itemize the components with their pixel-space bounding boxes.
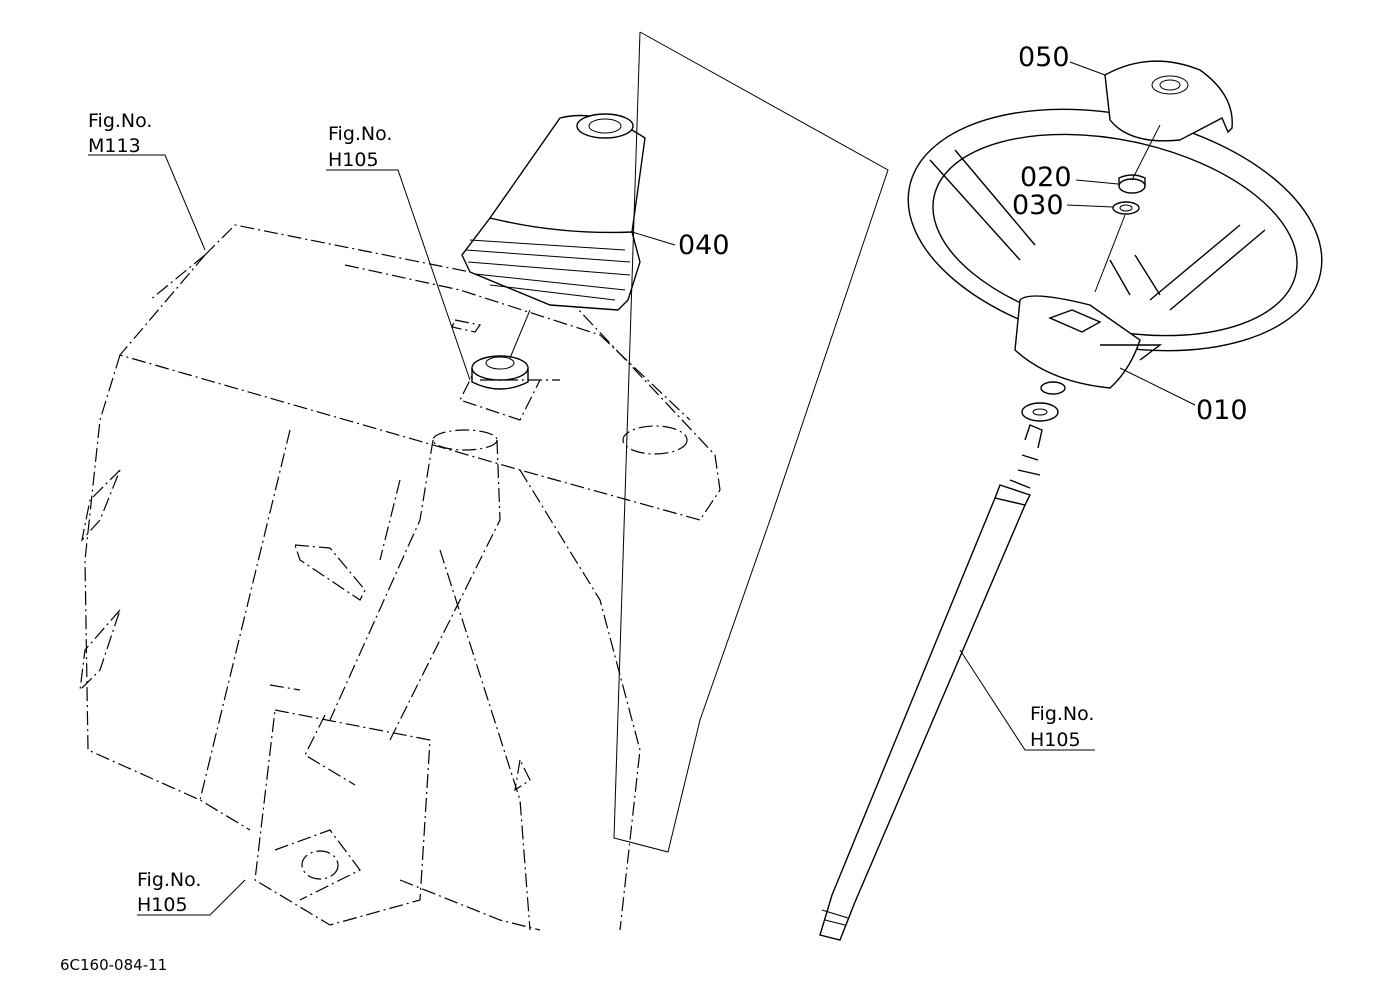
dashboard-panel [79, 224, 721, 931]
figref-m113-title: Fig.No. [88, 110, 152, 132]
figref-h105-top-title: Fig.No. [328, 123, 392, 145]
figref-m113-code: M113 [88, 135, 141, 157]
label-030: 030 [1012, 190, 1064, 221]
label-010: 010 [1196, 395, 1248, 426]
label-020: 020 [1020, 162, 1072, 193]
boot-040 [461, 113, 646, 311]
fig-references: Fig.No. M113 Fig.No. H105 Fig.No. H105 F… [88, 110, 1094, 916]
shaft-washers [1021, 381, 1066, 422]
horn-cap-050 [1104, 60, 1233, 142]
leader-lines [88, 61, 1196, 916]
figref-h105-bottom-code: H105 [137, 894, 188, 916]
part-labels: 050 020 030 040 010 [678, 42, 1248, 426]
steering-shaft [819, 424, 1043, 941]
label-050: 050 [1018, 42, 1070, 73]
figref-h105-top-code: H105 [328, 149, 379, 171]
figref-h105-bottom-title: Fig.No. [137, 869, 201, 891]
label-040: 040 [678, 230, 730, 261]
nut-020 [1118, 174, 1146, 194]
drawing-code: 6C160-084-11 [60, 956, 167, 974]
steering-column [254, 359, 541, 926]
figref-h105-right-title: Fig.No. [1030, 703, 1094, 725]
phantom-frame [613, 31, 889, 853]
washer-030 [1112, 201, 1140, 215]
column-boss [471, 355, 529, 390]
figref-h105-right-code: H105 [1030, 729, 1081, 751]
